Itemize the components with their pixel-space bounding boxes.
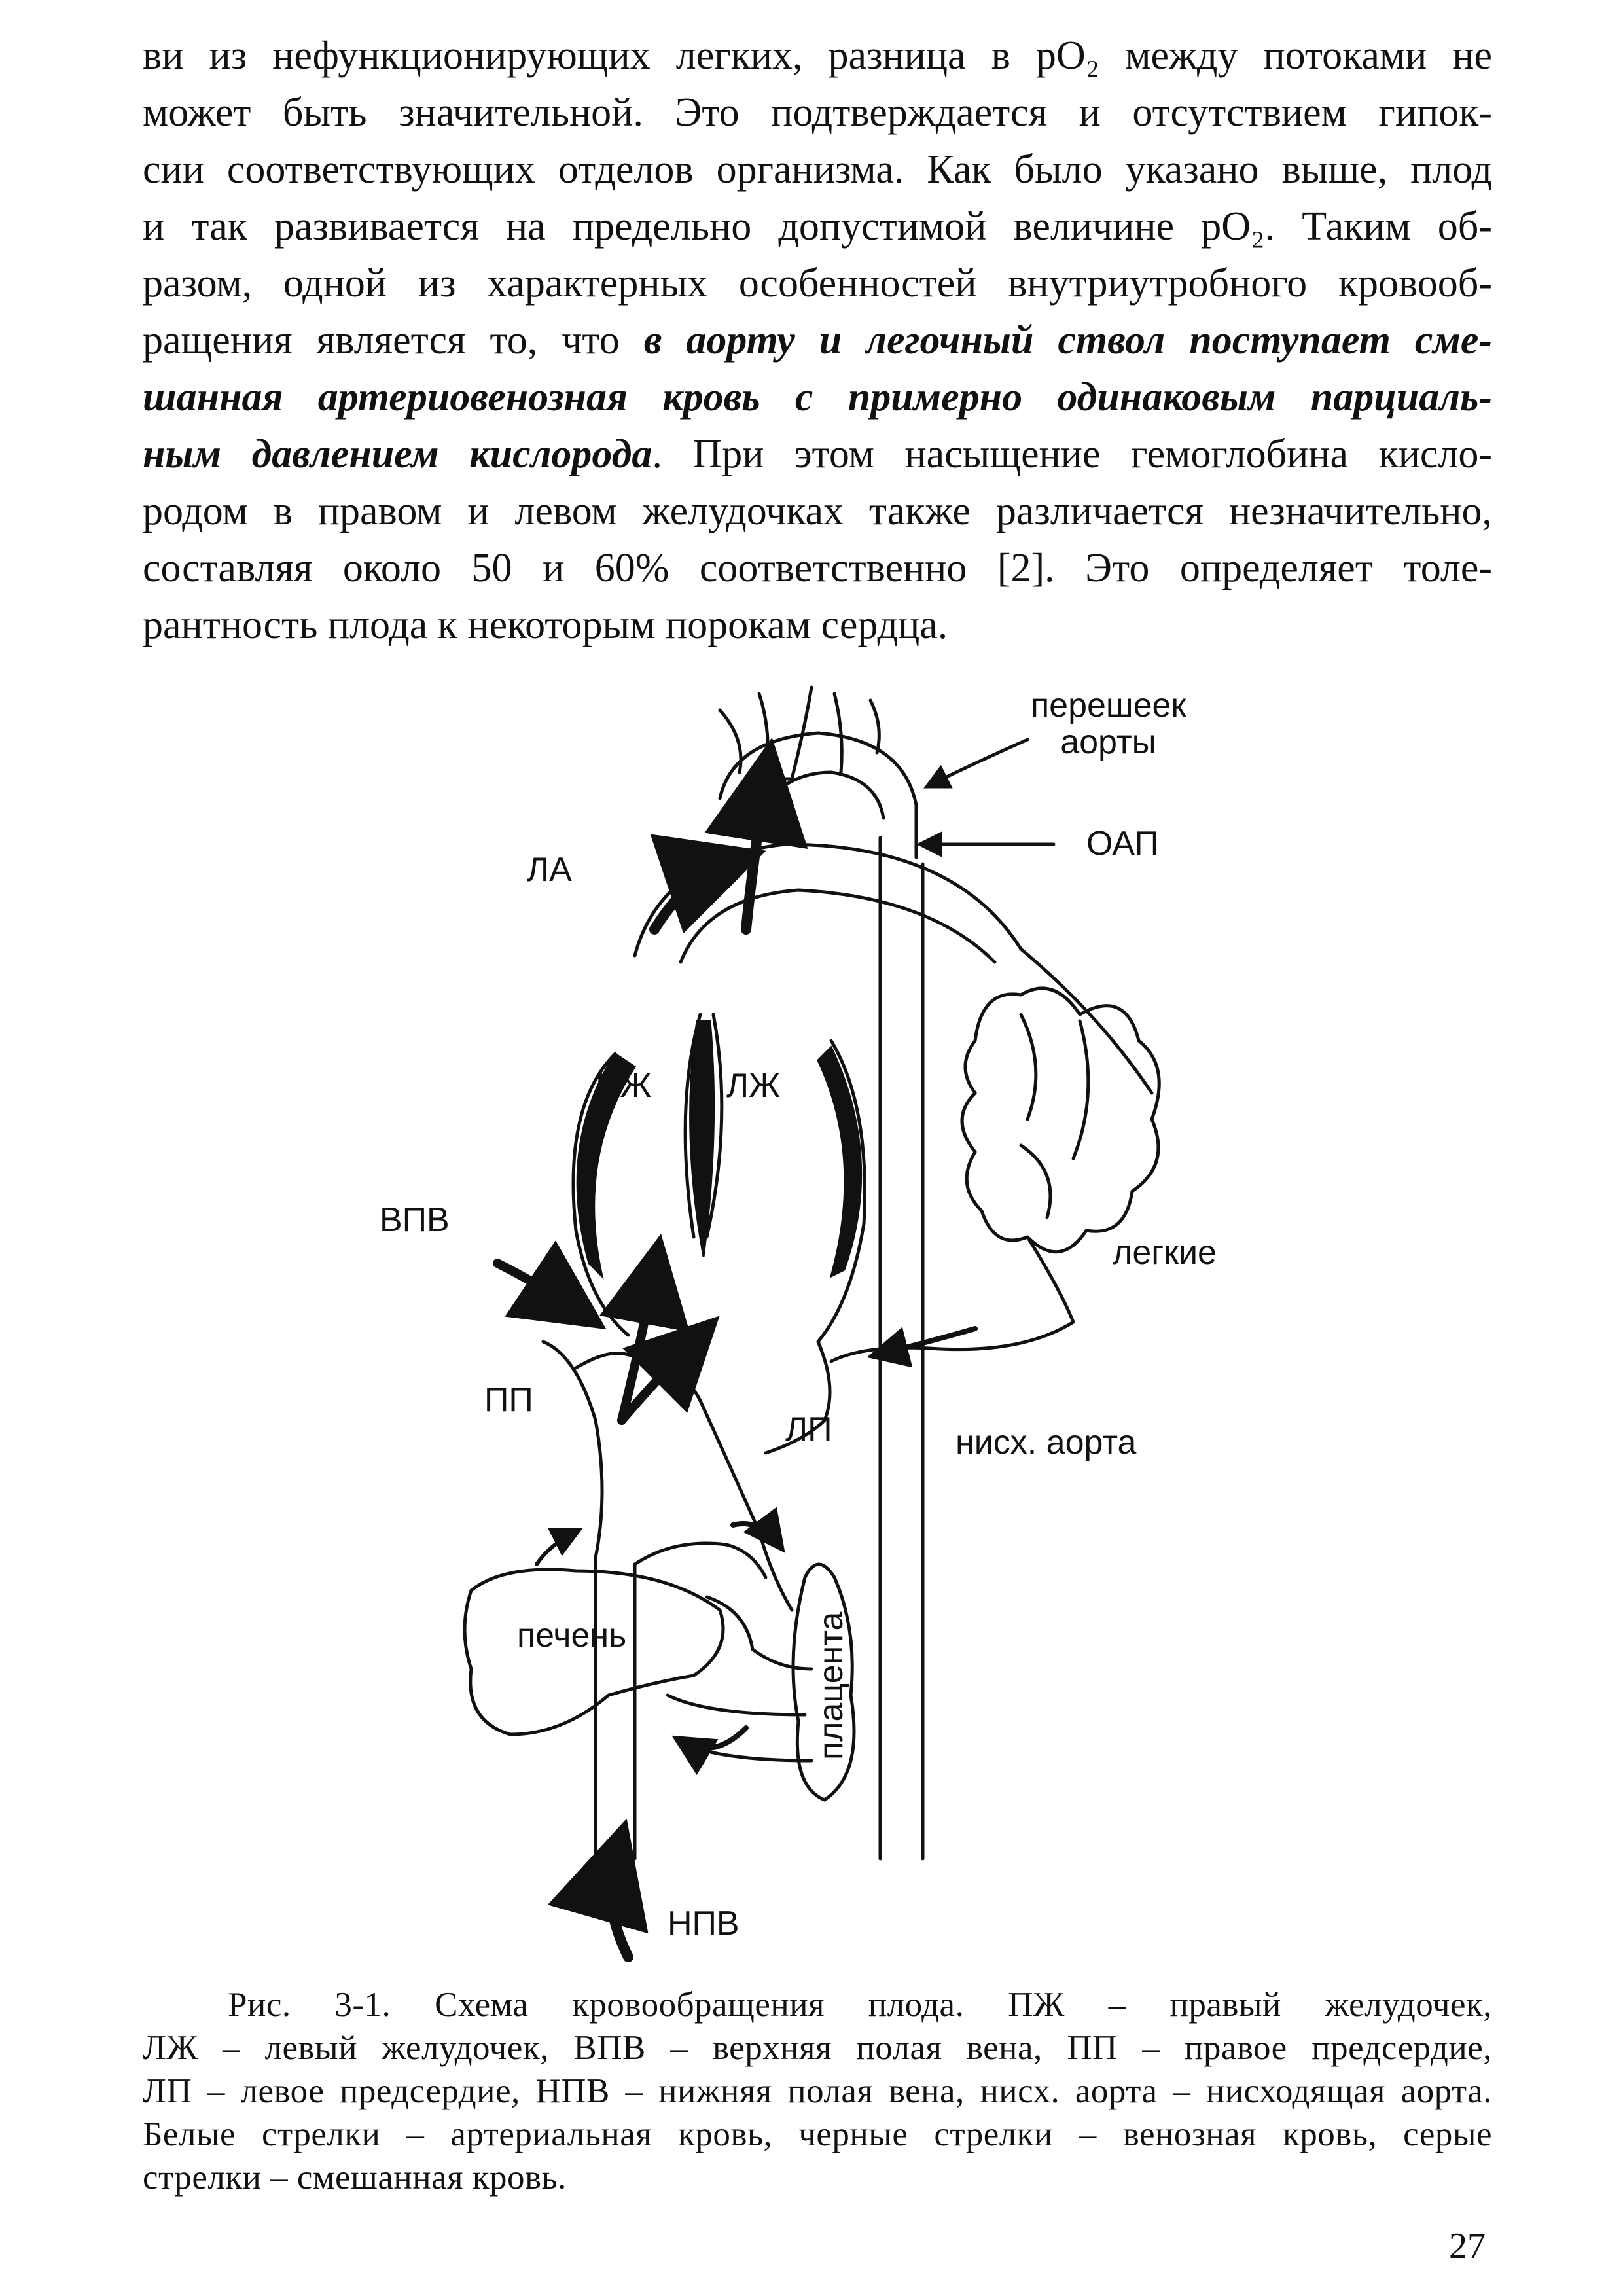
umbilical-vein (705, 1595, 813, 1671)
arrow-pulmonary-return (866, 1326, 978, 1368)
text-line: ращения является то, что в аорту и легоч… (143, 312, 1492, 369)
caption-line: Рис. 3-1. Схема кровообращения плода. ПЖ… (228, 1986, 1492, 2024)
arrow-liver-in (535, 1528, 583, 1566)
circulation-diagram (463, 685, 1161, 1962)
emphasized-line: шанная артериовенозная кровь с примерно … (143, 375, 1492, 420)
ductus-venosus (633, 1541, 768, 1579)
label-svc: ВПВ (380, 1201, 450, 1239)
arrow-ivc (547, 1818, 649, 1962)
umbilical-arteries (666, 1693, 813, 1763)
pulmonary-veins (829, 1235, 1075, 1363)
ivc (594, 1556, 637, 1861)
emphasized-text: в аорту и легочный ствол поступает сме- (643, 318, 1492, 363)
left-atrium (764, 1340, 832, 1455)
caption-line: Белые стрелки – артериальная кровь, черн… (143, 2115, 1492, 2153)
text-line: разом, одной из характерных особенностей… (143, 261, 1492, 306)
text-line: ным давлением кислорода. При этом насыще… (143, 426, 1492, 483)
text-line: сии соответствующих отделов организма. К… (143, 147, 1492, 192)
svc (541, 1340, 604, 1560)
caption-line: ЛЖ – левый желудочек, ВПВ – верхняя пола… (143, 2029, 1492, 2067)
lung-lobes (1019, 1013, 1090, 1219)
text-line: может быть значительной. Это подтверждае… (143, 90, 1492, 135)
text-line: родом в правом и левом желудочках также … (143, 489, 1492, 533)
text-fragment: . При этом насыщение гемоглобина кисло- (652, 432, 1492, 476)
page-number: 27 (1449, 2226, 1486, 2267)
emphasized-text: ным давлением кислорода (143, 432, 652, 476)
label-ra: ПП (484, 1381, 533, 1419)
arrow-isthmus (923, 738, 1029, 789)
arrow-placenta-return (671, 1725, 749, 1776)
label-aortic-isthmus: перешеек аорты (1031, 687, 1186, 761)
label-rv: ПЖ (596, 1067, 652, 1105)
text-line: составляя около 50 и 60% соответственно … (143, 546, 1492, 590)
text-line: и так развивается на предельно допустимо… (143, 204, 1492, 249)
caption-line: ЛП – левое предсердие, НПВ – нижняя пола… (143, 2072, 1492, 2110)
label-la: ЛА (527, 851, 572, 889)
aortic-arch (718, 731, 918, 859)
right-atrium (574, 1352, 794, 1612)
text-line: рантность плода к некоторым порокам серд… (143, 603, 948, 647)
arrow-rv-to-la (649, 834, 766, 935)
label-placenta: плацента (812, 1611, 850, 1760)
placenta-outline (791, 1562, 856, 1802)
pulmonary-artery-inner (679, 888, 997, 964)
lungs (960, 986, 1161, 1254)
lv-wall (817, 1045, 863, 1278)
body-paragraph: ви из нефункционирующих легких, разница … (143, 27, 1492, 654)
interventricular-septum (689, 1020, 715, 1257)
label-lv: ЛЖ (726, 1067, 781, 1105)
label-ivc: НПВ (668, 1905, 740, 1943)
arrow-pulmonary-to-aorta (704, 737, 808, 935)
liver-outline (463, 1568, 725, 1736)
fetal-circulation-figure: перешеек аорты ОАП ЛА ПЖ ЛЖ ВПВ легкие П… (0, 648, 1623, 1970)
arrow-svc-in (493, 1240, 607, 1330)
arrow-ra-branch (617, 1316, 720, 1425)
label-lungs: легкие (1113, 1234, 1217, 1272)
label-descending-aorta: нисх. аорта (955, 1424, 1137, 1462)
label-lp: ЛП (785, 1410, 832, 1448)
arrow-umbilical (730, 1507, 785, 1553)
text-line: ви из нефункционирующих легких, разница … (143, 33, 1492, 78)
text-fragment: ращения является то, что (143, 318, 644, 363)
label-oap: ОАП (1086, 825, 1159, 863)
figure-caption: Рис. 3-1. Схема кровообращения плода. ПЖ… (143, 1983, 1492, 2199)
label-liver: печень (517, 1617, 627, 1655)
caption-line: стрелки – смешанная кровь. (143, 2159, 567, 2197)
aortic-arch-branches (718, 685, 881, 781)
